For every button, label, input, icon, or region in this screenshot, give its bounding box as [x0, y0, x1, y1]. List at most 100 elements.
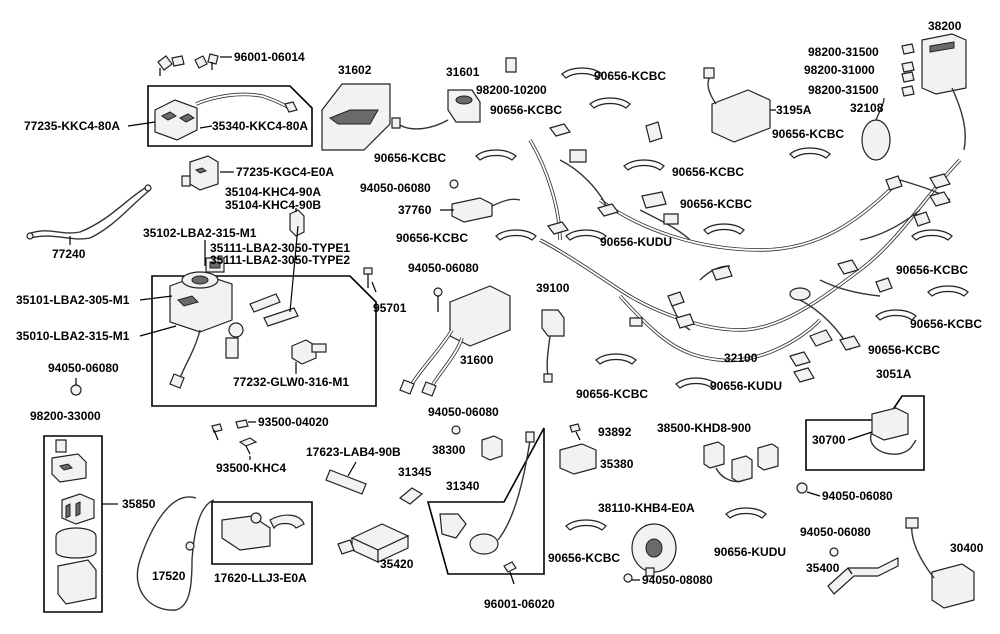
- label-38110-khb4-e0a: 38110-KHB4-E0A: [598, 501, 695, 515]
- label-94050-06080-d: 94050-06080: [428, 405, 499, 419]
- part-93500-04020: [211, 419, 249, 441]
- label-94050-06080-e: 94050-06080: [822, 489, 893, 503]
- part-38300: [481, 435, 503, 461]
- label-77240: 77240: [52, 247, 86, 261]
- label-90656-kcbc-2: 90656-KCBC: [490, 103, 562, 117]
- band-90656-kudu-3: [725, 507, 767, 519]
- part-98200-10200: [505, 57, 517, 73]
- label-96001-06014: 96001-06014: [234, 50, 305, 64]
- label-98200-31500-a: 98200-31500: [808, 45, 879, 59]
- part-38200-fusebox: [921, 33, 967, 151]
- part-94050-left: [70, 378, 82, 396]
- label-94050-06080-f: 94050-06080: [800, 525, 871, 539]
- label-94050-08080: 94050-08080: [642, 573, 713, 587]
- band-90656-8: [789, 147, 831, 159]
- band-90656-kudu-2: [675, 377, 717, 389]
- bolt-set-96001-06014: [157, 53, 219, 76]
- part-94050-08080: [623, 573, 633, 583]
- label-35101-lba2-305-m1: 35101-LBA2-305-M1: [16, 293, 130, 307]
- band-90656-11: [927, 285, 969, 297]
- label-35111-lba2-3050-type1: 35111-LBA2-3050-TYPE1: [210, 241, 350, 255]
- label-31600: 31600: [460, 353, 494, 367]
- label-30400: 30400: [950, 541, 984, 555]
- part-77240-cable: [26, 184, 152, 240]
- part-35400: [827, 557, 899, 595]
- group-box-35850: [43, 435, 103, 613]
- label-35104-khc4-90b: 35104-KHC4-90B: [225, 198, 321, 212]
- part-fuses: [901, 43, 915, 97]
- label-77235-kkc4-80a: 77235-KKC4-80A: [24, 119, 120, 133]
- group-box-ignition: [151, 275, 377, 407]
- label-94050-06080-left: 94050-06080: [48, 361, 119, 375]
- label-90656-kcbc-7: 90656-KCBC: [548, 551, 620, 565]
- band-90656-7: [565, 519, 607, 531]
- label-31345: 31345: [398, 465, 432, 479]
- label-77235-kgc4-e0a: 77235-KGC4-E0A: [236, 165, 334, 179]
- label-90656-kcbc-11: 90656-KCBC: [910, 317, 982, 331]
- part-30700: [869, 407, 917, 455]
- label-35104-khc4-90a: 35104-KHC4-90A: [225, 185, 321, 199]
- label-35111-lba2-3050-type2: 35111-LBA2-3050-TYPE2: [210, 253, 350, 267]
- part-95701: [363, 267, 373, 288]
- label-32100: 32100: [724, 351, 758, 365]
- part-35104: [289, 209, 305, 237]
- label-31601: 31601: [446, 65, 480, 79]
- label-90656-kcbc-12: 90656-KCBC: [868, 343, 940, 357]
- group-box-31340: [426, 427, 545, 575]
- label-32108: 32108: [850, 101, 884, 115]
- part-32108: [861, 97, 891, 161]
- label-90656-kcbc-6: 90656-KCBC: [576, 387, 648, 401]
- label-38300: 38300: [432, 443, 466, 457]
- label-37760: 37760: [398, 203, 432, 217]
- label-98200-33000: 98200-33000: [30, 409, 101, 423]
- part-38500-relays: [703, 441, 779, 483]
- part-starter-relay-35850: [51, 439, 97, 605]
- label-98200-10200: 98200-10200: [476, 83, 547, 97]
- group-box-77235-kkc4: [147, 85, 313, 147]
- label-95701: 95701: [373, 301, 407, 315]
- part-17623: [325, 469, 367, 495]
- part-35340-bracket: [154, 92, 298, 141]
- part-17520-cable: [136, 496, 215, 611]
- band-90656-10: [911, 229, 953, 241]
- label-31340: 31340: [446, 479, 480, 493]
- band-90656-1: [561, 67, 603, 79]
- label-17620-llj3-e0a: 17620-LLJ3-E0A: [214, 571, 307, 585]
- band-90656-6: [595, 353, 637, 365]
- part-96001-06020: [503, 561, 517, 585]
- band-90656-12: [875, 309, 917, 321]
- label-98200-31000: 98200-31000: [804, 63, 875, 77]
- label-90656-kcbc-8: 90656-KCBC: [772, 127, 844, 141]
- part-94050-f: [829, 547, 839, 557]
- part-35380: [559, 443, 597, 475]
- part-3195a: [703, 67, 771, 143]
- label-90656-kcbc-3: 90656-KCBC: [374, 151, 446, 165]
- label-35102-lba2-315-m1: 35102-LBA2-315-M1: [143, 226, 257, 240]
- label-96001-06020: 96001-06020: [484, 597, 555, 611]
- part-30400: [905, 517, 975, 609]
- label-93500-04020: 93500-04020: [258, 415, 329, 429]
- part-37760: [451, 197, 521, 223]
- label-90656-kudu-3: 90656-KUDU: [714, 545, 786, 559]
- band-90656-4: [623, 159, 665, 171]
- band-90656-3: [475, 149, 517, 161]
- label-94050-06080-b: 94050-06080: [360, 181, 431, 195]
- label-90656-kcbc-4: 90656-KCBC: [672, 165, 744, 179]
- label-90656-kudu-1: 90656-KUDU: [600, 235, 672, 249]
- label-90656-kcbc-10: 90656-KCBC: [896, 263, 968, 277]
- label-17520: 17520: [152, 569, 186, 583]
- label-3195a: 3195A: [776, 103, 812, 117]
- part-31602-shade: [328, 109, 379, 125]
- group-box-17620: [211, 501, 313, 565]
- label-93500-khc4: 93500-KHC4: [216, 461, 286, 475]
- part-31345: [398, 487, 424, 505]
- label-39100: 39100: [536, 281, 570, 295]
- part-31340: [439, 431, 535, 555]
- part-77235-kgc4: [181, 155, 219, 191]
- label-35400: 35400: [806, 561, 840, 575]
- part-94050-b: [449, 179, 459, 189]
- band-90656-5: [495, 229, 537, 241]
- part-31601: [391, 89, 481, 130]
